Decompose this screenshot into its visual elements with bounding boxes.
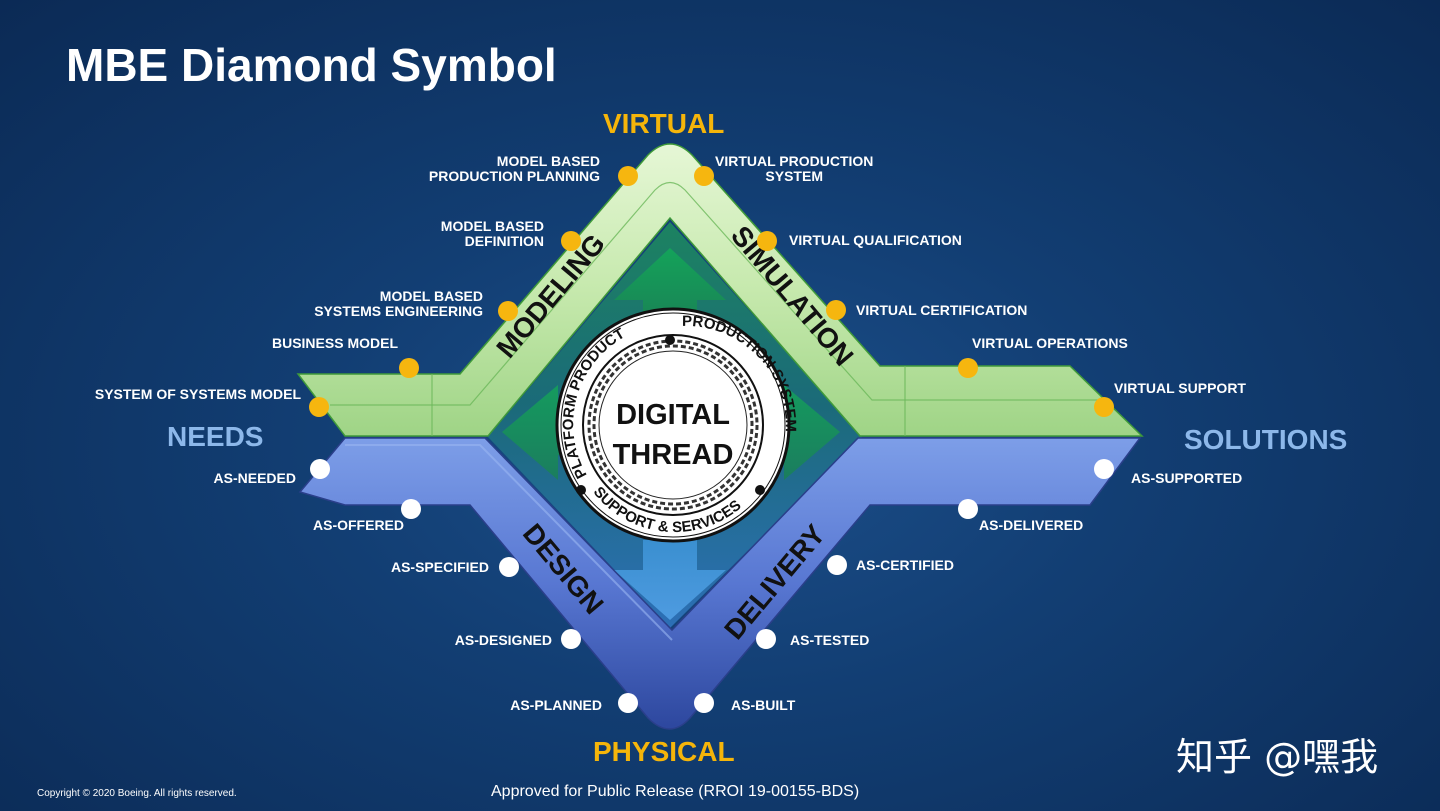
physical-band: [298, 437, 1142, 730]
dot-virtual-certification: [826, 300, 846, 320]
label-virtual-operations: VIRTUAL OPERATIONS: [972, 335, 1128, 351]
corner-label-solutions: SOLUTIONS: [1184, 424, 1348, 455]
dot-as-offered: [401, 499, 421, 519]
corner-label-physical: PHYSICAL: [593, 736, 735, 767]
label-virtual-qualification: VIRTUAL QUALIFICATION: [789, 232, 962, 248]
corner-label-virtual: VIRTUAL: [603, 108, 725, 139]
dot-as-built: [694, 693, 714, 713]
physical-band-highlight: [345, 444, 673, 641]
watermark: 知乎 @嘿我: [1176, 735, 1379, 779]
label-as-certified: AS-CERTIFIED: [856, 557, 954, 573]
virtual-band-ridge: [330, 181, 1110, 406]
dot-business-model: [399, 358, 419, 378]
dot-virtual-production-system: [694, 166, 714, 186]
label-virtual-support: VIRTUAL SUPPORT: [1114, 380, 1246, 396]
dot-as-certified: [827, 555, 847, 575]
dot-model-based-systems-engineering: [498, 301, 518, 321]
seal-dot-right: [755, 485, 765, 495]
label-as-supported: AS-SUPPORTED: [1131, 470, 1243, 486]
dot-as-designed: [561, 629, 581, 649]
virtual-band: [296, 143, 1144, 437]
label-as-needed: AS-NEEDED: [213, 470, 296, 486]
dot-as-needed: [310, 459, 330, 479]
arrow-down: [614, 540, 726, 620]
seal-center-line1: DIGITAL: [616, 399, 730, 431]
label-as-planned: AS-PLANNED: [510, 697, 602, 713]
dot-system-of-systems-model: [309, 397, 329, 417]
dot-as-tested: [756, 629, 776, 649]
dot-virtual-support: [1094, 397, 1114, 417]
label-as-offered: AS-OFFERED: [313, 517, 404, 533]
dot-as-specified: [499, 557, 519, 577]
physical-dots: [310, 459, 1114, 713]
arrow-up: [614, 248, 726, 330]
label-as-delivered: AS-DELIVERED: [979, 517, 1084, 533]
virtual-dots: [309, 166, 1114, 417]
dot-as-delivered: [958, 499, 978, 519]
label-business-model: BUSINESS MODEL: [271, 335, 398, 351]
label-system-of-systems-model: SYSTEM OF SYSTEMS MODEL: [94, 386, 301, 402]
seal-center-line2: THREAD: [613, 439, 734, 471]
page-title: MBE Diamond Symbol: [66, 39, 557, 91]
copyright-notice: Copyright © 2020 Boeing. All rights rese…: [37, 788, 237, 799]
release-notice: Approved for Public Release (RROI 19-001…: [491, 783, 860, 800]
label-as-specified: AS-SPECIFIED: [390, 559, 489, 575]
dot-model-based-definition: [561, 231, 581, 251]
corner-label-needs: NEEDS: [167, 421, 264, 452]
seal-dot-left: [576, 485, 586, 495]
label-as-tested: AS-TESTED: [790, 632, 870, 648]
dot-as-planned: [618, 693, 638, 713]
digital-thread-seal: PLATFORM PRODUCT PRODUCTION SYSTEM SUPPO…: [555, 307, 799, 543]
dot-model-based-production-planning: [618, 166, 638, 186]
label-as-built: AS-BUILT: [731, 697, 796, 713]
label-virtual-certification: VIRTUAL CERTIFICATION: [856, 302, 1028, 318]
seal-dot-top: [665, 335, 675, 345]
dot-virtual-operations: [958, 358, 978, 378]
dot-as-supported: [1094, 459, 1114, 479]
dot-virtual-qualification: [757, 231, 777, 251]
label-as-designed: AS-DESIGNED: [454, 632, 552, 648]
